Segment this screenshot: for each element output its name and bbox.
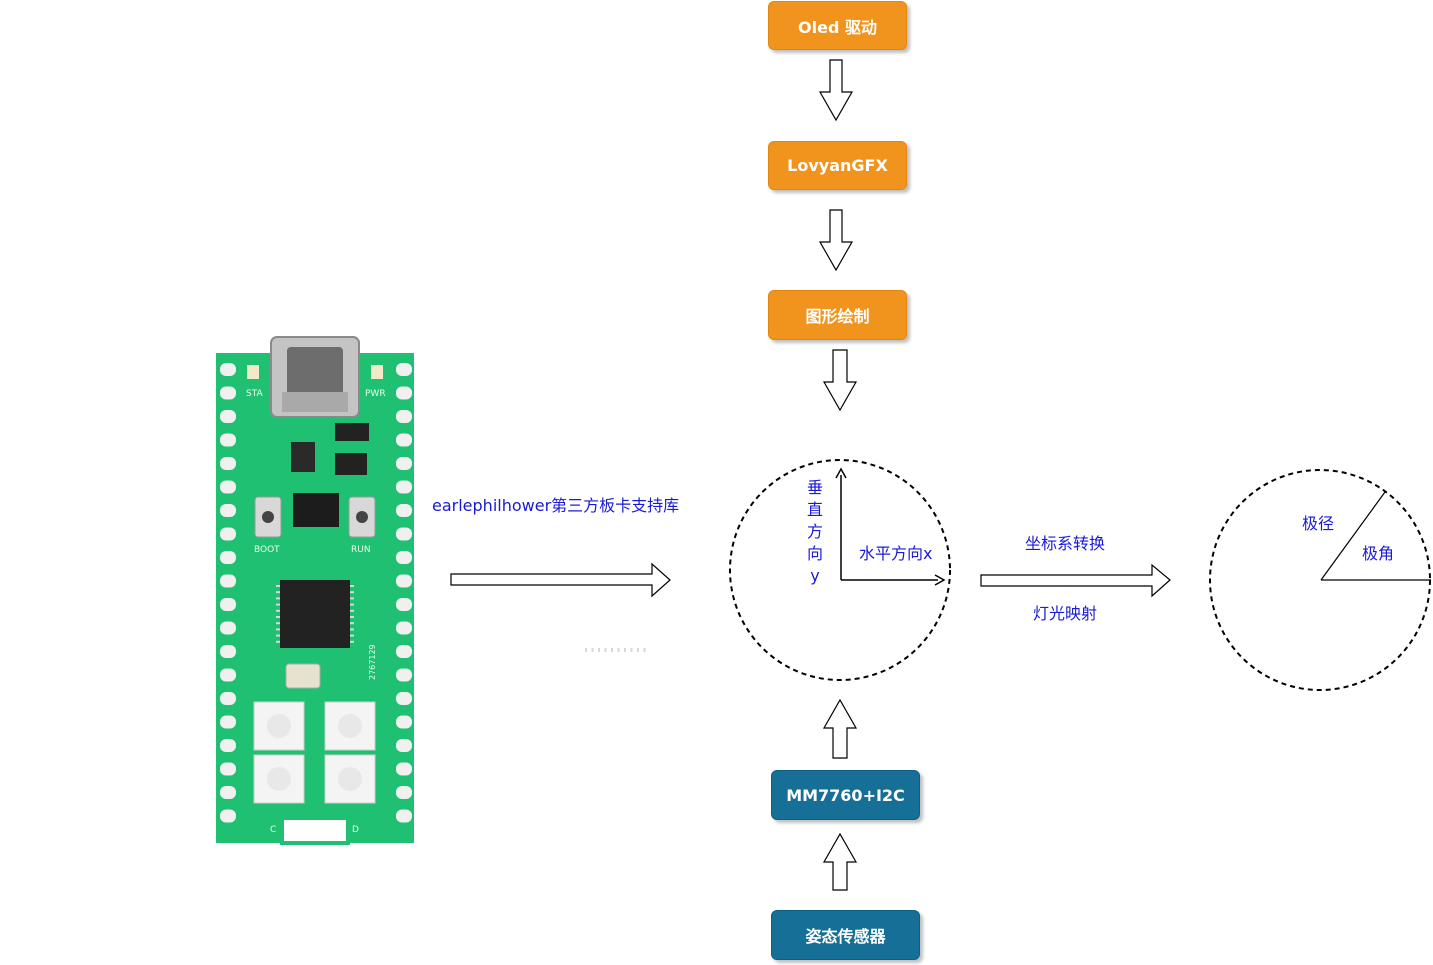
pin-pad: [396, 809, 412, 823]
silk-sta: STA: [246, 389, 264, 399]
boot-button-cap: [262, 511, 274, 523]
pin-pad: [220, 739, 236, 752]
pin-pad: [220, 363, 236, 376]
polar-angle-label: 极角: [1362, 544, 1395, 563]
run-button-cap: [356, 511, 368, 523]
pin-pad: [220, 715, 236, 729]
arrow-right-circle-to-polar: [980, 563, 1171, 598]
rgb-led-lens: [338, 767, 362, 791]
cartesian-circle: [729, 459, 951, 681]
bottom-notch-outline: [280, 816, 350, 845]
arrow-down-lovyan-to-graphics: [818, 209, 854, 272]
vertical-direction-label: 垂直方向y: [806, 478, 823, 585]
pwr-led: [371, 365, 383, 379]
pin-pad: [396, 504, 412, 517]
pin-pad: [220, 598, 236, 611]
silk-serial: 2767129: [368, 644, 377, 680]
pin-pad: [220, 692, 236, 705]
silk-run: RUN: [351, 545, 371, 555]
rgb-led-lens: [267, 714, 291, 738]
pin-pad: [396, 621, 412, 635]
usb-c-opening: [287, 347, 343, 399]
rp2040-board-image: STA PWR BOOT RUN 2767129: [216, 336, 646, 845]
pin-pad: [396, 363, 412, 376]
arrow-down-graphics-to-circle: [822, 349, 858, 412]
pin-pad: [396, 762, 412, 776]
flash-chip: [293, 493, 339, 527]
pin-pad: [396, 433, 412, 447]
pin-pad: [220, 457, 236, 470]
bottom-notch: [282, 818, 348, 843]
pin-pad: [220, 762, 236, 776]
rgb-leds: [253, 701, 376, 804]
x-axis-arrowhead: [934, 574, 946, 586]
rgb-led: [253, 754, 305, 804]
arrow-up-mm7760-to-circle: [822, 698, 858, 759]
pin-pad: [396, 551, 412, 564]
pin-pad: [396, 645, 412, 658]
pin-pad: [220, 786, 236, 799]
pin-pad: [396, 715, 412, 729]
pin-pad: [220, 809, 236, 823]
arrow-down-oled-to-lovyan: [818, 59, 854, 122]
pin-pad: [396, 386, 412, 400]
pin-pad: [220, 410, 236, 423]
rgb-led-lens: [338, 714, 362, 738]
pin-pad: [396, 692, 412, 705]
small-ic: [291, 442, 315, 472]
silk-pwr: PWR: [365, 389, 386, 399]
pin-pad: [220, 621, 236, 635]
silk-boot: BOOT: [254, 545, 280, 555]
pin-pad: [396, 410, 412, 423]
silk-c: C: [270, 825, 276, 835]
pin-pad: [220, 386, 236, 400]
pin-pad: [396, 739, 412, 752]
polar-radius-line: [1320, 491, 1386, 581]
pin-pad: [220, 551, 236, 564]
attitude-sensor-box[interactable]: 姿态传感器: [771, 910, 920, 960]
pin-pad: [396, 668, 412, 682]
lovyangfx-box[interactable]: LovyanGFX: [768, 141, 907, 190]
pin-pad: [220, 574, 236, 588]
light-mapping-label: 灯光映射: [1033, 604, 1098, 623]
regulator-chip: [335, 423, 369, 441]
usb-c-shell: [282, 392, 348, 412]
oled-driver-box[interactable]: Oled 驱动: [768, 1, 907, 50]
pin-pad: [396, 527, 412, 541]
arrow-right-board-to-circle: [450, 562, 671, 598]
rgb-led-lens: [267, 767, 291, 791]
pin-pad: [396, 598, 412, 611]
mm7760-i2c-box[interactable]: MM7760+I2C: [771, 770, 920, 820]
coord-transform-label: 坐标系转换: [1025, 534, 1106, 553]
polar-radius-label: 极径: [1302, 514, 1335, 533]
pin-pad: [220, 645, 236, 658]
mosfet-chip: [335, 453, 367, 475]
pin-pad: [220, 668, 236, 682]
silk-d: D: [352, 825, 359, 835]
crystal: [285, 663, 321, 689]
pin-pad: [220, 433, 236, 447]
graphics-drawing-box[interactable]: 图形绘制: [768, 290, 907, 340]
board-library-label: earlephilhower第三方板卡支持库: [432, 496, 680, 515]
y-axis-arrowhead: [835, 467, 847, 479]
pin-pad: [396, 480, 412, 494]
horizontal-direction-label: 水平方向x: [859, 544, 933, 563]
arrow-up-sensor-to-mm7760: [822, 832, 858, 891]
pin-pad: [396, 457, 412, 470]
pin-pad: [396, 574, 412, 588]
pin-castellations: [220, 363, 412, 823]
pin-pad: [220, 504, 236, 517]
rp2040-mcu: [280, 580, 350, 648]
pin-pad: [220, 527, 236, 541]
pin-pad: [220, 480, 236, 494]
pin-pad: [396, 786, 412, 799]
sta-led: [247, 365, 259, 379]
